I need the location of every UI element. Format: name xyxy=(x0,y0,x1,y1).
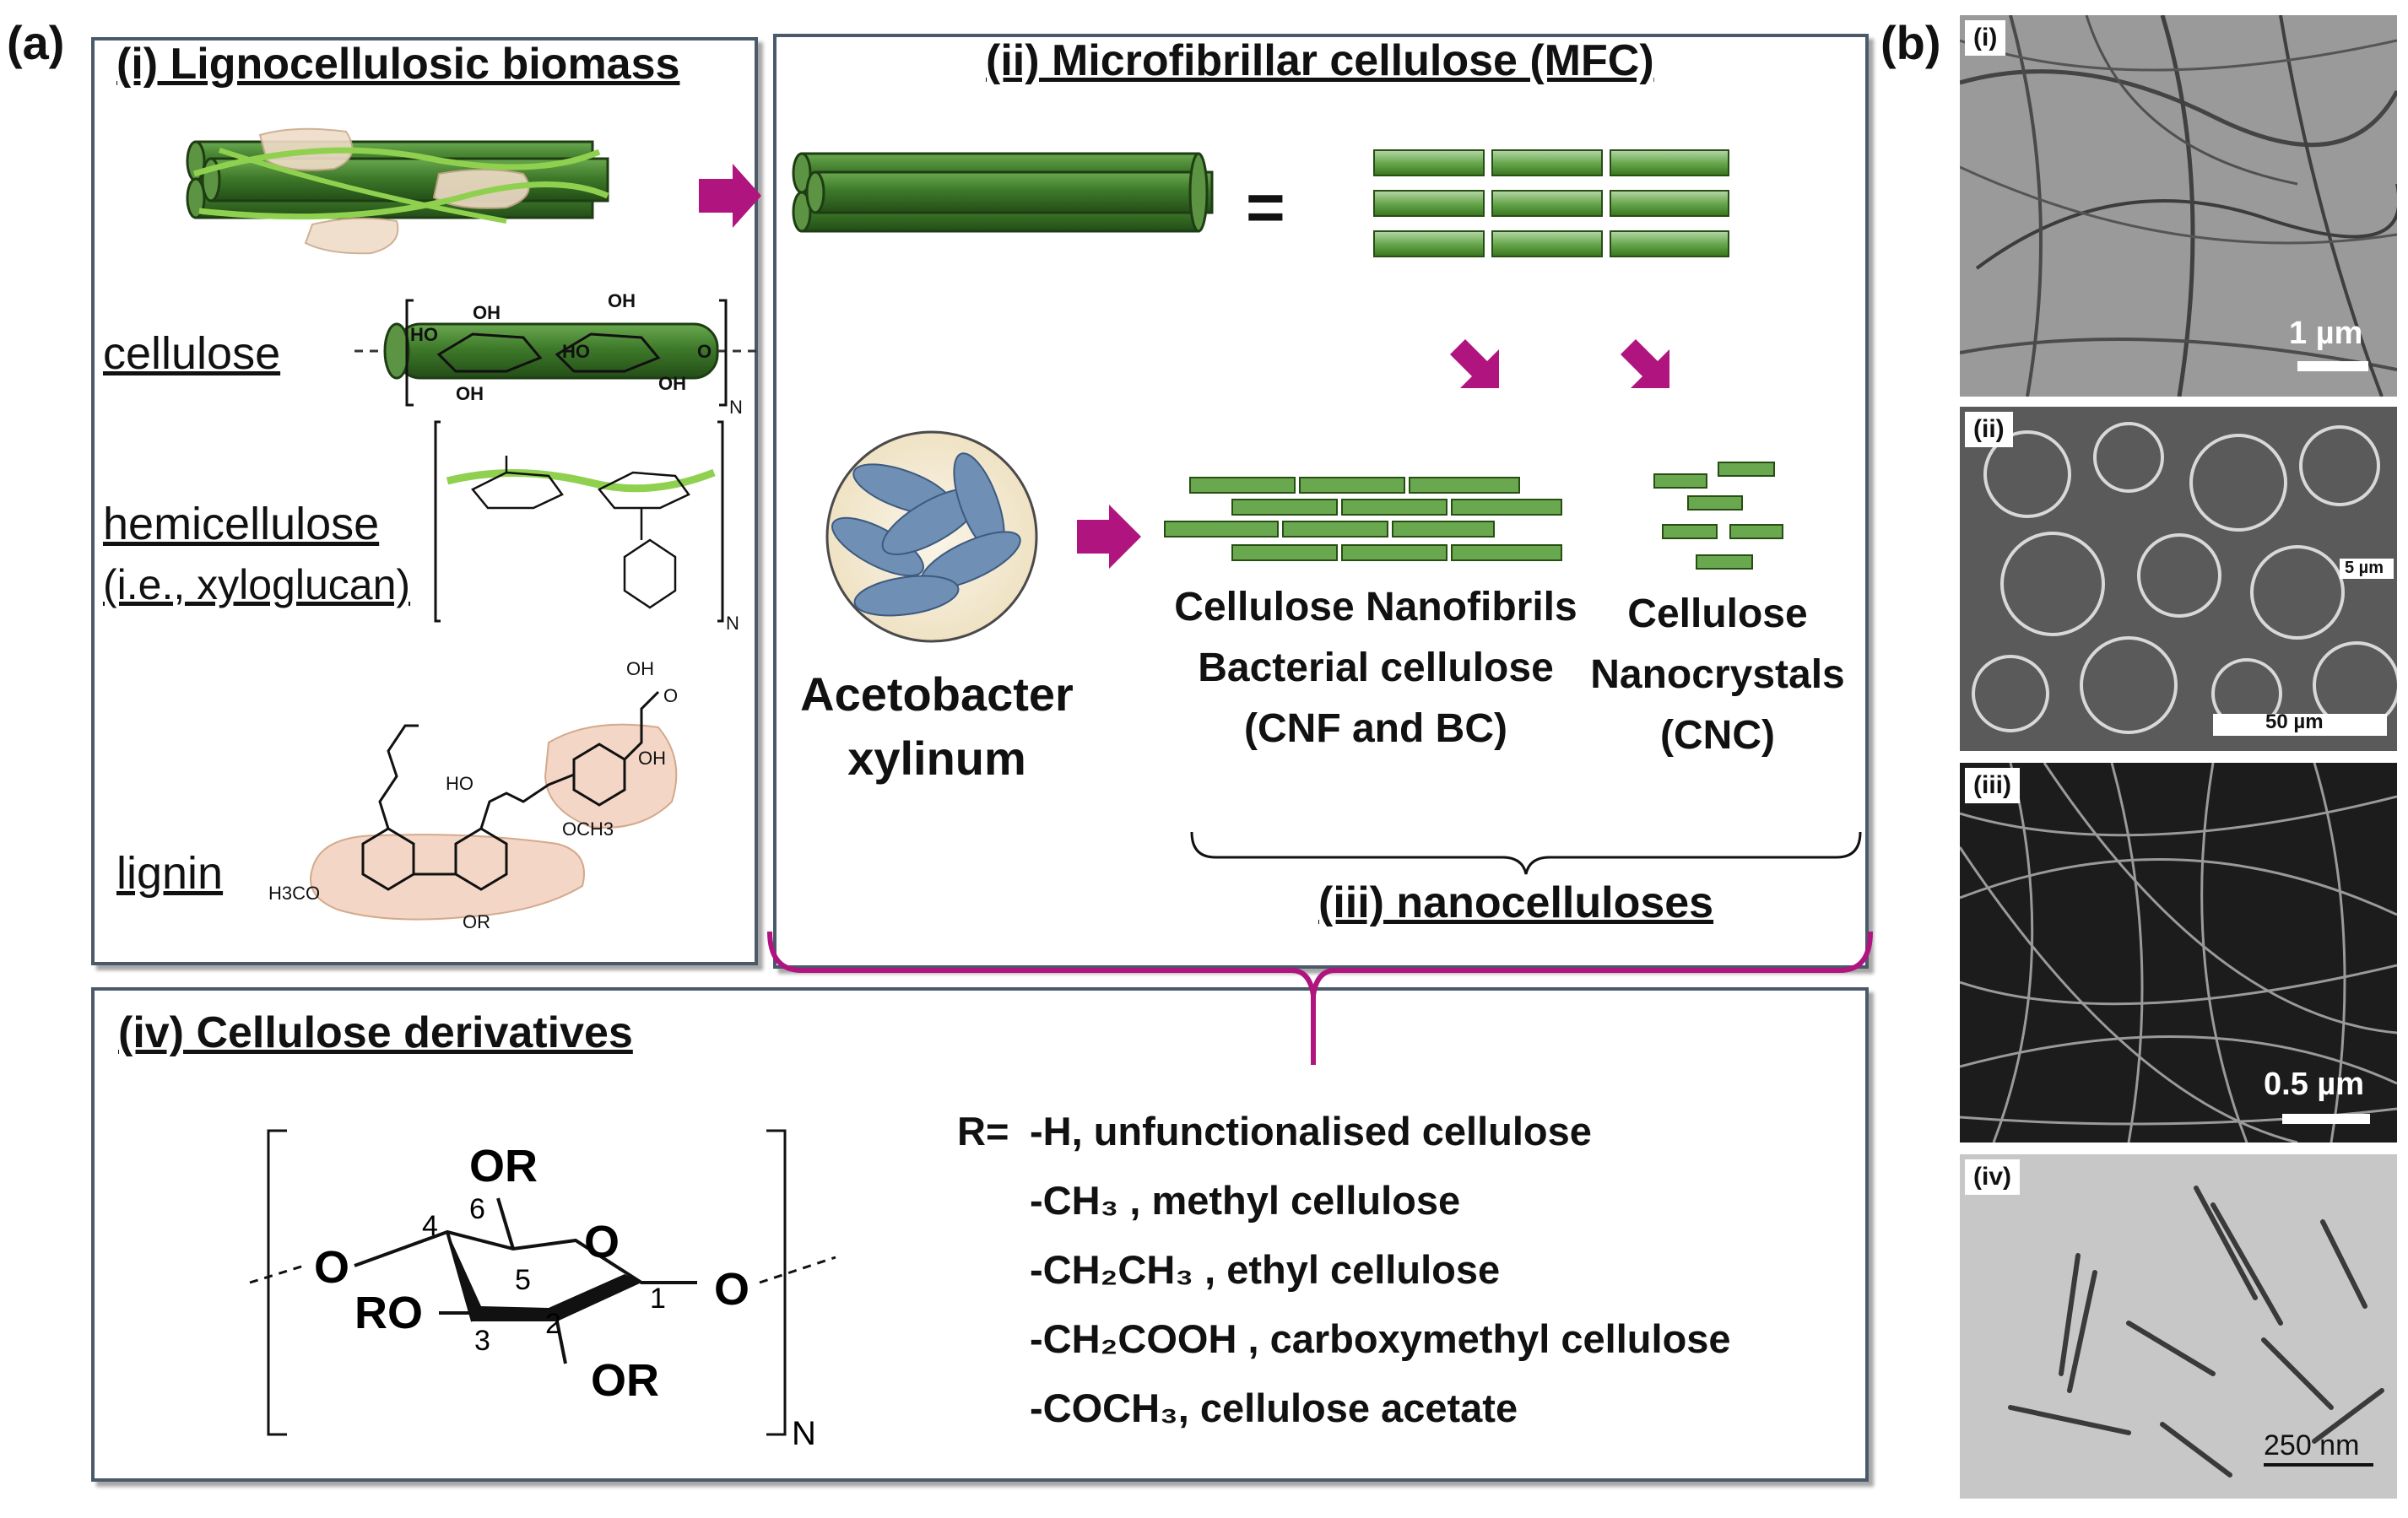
r-group-list: -H, unfunctionalised cellulose -CH₃ , me… xyxy=(1030,1097,1731,1443)
hemicellulose-structure: N xyxy=(434,420,739,634)
r-group-item: -H, unfunctionalised cellulose xyxy=(1030,1109,1592,1153)
derivatives-box xyxy=(91,987,1869,1482)
lignin-label: lignin xyxy=(116,848,224,899)
acetobacter-illustration xyxy=(825,430,1038,643)
mfc-derivative-bracket xyxy=(767,931,1873,1065)
repeat-n: N xyxy=(792,1415,816,1452)
arrow-bacteria-to-cnf xyxy=(1077,505,1141,569)
cnc-line2: Nanocrystals xyxy=(1590,652,1845,697)
arrow-to-cnf xyxy=(1450,339,1499,388)
hemicellulose-label: hemicellulose xyxy=(103,499,380,549)
chem-label: OH xyxy=(473,302,501,323)
chem-label: OH xyxy=(608,290,636,311)
acetobacter-line1: Acetobacter xyxy=(800,667,1074,721)
micrograph-i: (i) 1 µm xyxy=(1960,15,2397,397)
micrograph-iii-tag: (iii) xyxy=(1965,768,2020,803)
micrograph-ii: (ii) 50 µm 5 µm xyxy=(1960,407,2397,751)
arrow-to-cnc xyxy=(1621,339,1669,388)
carbon-1: 1 xyxy=(650,1283,666,1315)
chem-label: N xyxy=(729,397,743,418)
nanocelluloses-label: (iii) nanocelluloses xyxy=(1318,878,1714,927)
micrograph-i-texture xyxy=(1960,15,2397,397)
chem-label: OH xyxy=(638,748,666,769)
micrograph-iii: (iii) 0.5 µm xyxy=(1960,763,2397,1143)
derivatives-title: (iv) Cellulose derivatives xyxy=(118,1008,633,1057)
micrograph-iv-texture xyxy=(1960,1154,2397,1499)
micrograph-ii-tag: (ii) xyxy=(1965,412,2013,447)
o-right: O xyxy=(714,1264,749,1315)
chem-label: HO xyxy=(410,324,438,345)
o-ring: O xyxy=(584,1217,620,1267)
cnc-line3: (CNC) xyxy=(1660,713,1775,758)
chem-label: OCH3 xyxy=(562,818,614,840)
micrograph-i-scale: 1 µm xyxy=(2289,316,2363,351)
cnc-crystals xyxy=(1653,462,1783,570)
chem-label: O xyxy=(697,341,712,362)
carbon-6: 6 xyxy=(469,1193,485,1225)
micrograph-ii-inset-scale: 5 µm xyxy=(2345,559,2384,577)
cnf-fibrils xyxy=(1164,477,1562,561)
chem-label: HO xyxy=(562,341,590,362)
nanocellulose-brace xyxy=(1190,831,1862,875)
carbon-3: 3 xyxy=(474,1325,490,1357)
mfc-title: (ii) Microfibrillar cellulose (MFC) xyxy=(986,36,1654,85)
chem-label: O xyxy=(663,685,678,706)
micrograph-iii-scale: 0.5 µm xyxy=(2264,1067,2365,1102)
chem-label: OH xyxy=(658,373,686,394)
chem-label: OR xyxy=(463,911,490,932)
mfc-bundle-illustration xyxy=(792,152,1214,233)
arrow-biomass-to-mfc xyxy=(699,164,761,228)
biomass-bundle-illustration xyxy=(186,127,609,255)
ro-left: RO xyxy=(354,1288,423,1338)
micrograph-iv-scale: 250 nm xyxy=(2264,1429,2360,1461)
chem-label: OH xyxy=(626,658,654,679)
r-group-item: -COCH₃, cellulose acetate xyxy=(1030,1386,1518,1430)
r-group-item: -CH₂COOH , carboxymethyl cellulose xyxy=(1030,1316,1731,1361)
microfibril-bars xyxy=(1373,149,1729,257)
lignin-structure: OH O OH HO OCH3 H3CO OR xyxy=(268,658,678,932)
carbon-2: 2 xyxy=(545,1308,561,1340)
lignocellulose-title: (i) Lignocellulosic biomass xyxy=(116,40,680,89)
micrograph-ii-texture xyxy=(1960,407,2397,751)
cnf-line3: (CNF and BC) xyxy=(1244,706,1507,751)
or-top: OR xyxy=(469,1141,538,1191)
panel-a-label: (a) xyxy=(7,16,65,69)
micrograph-i-tag: (i) xyxy=(1965,20,2006,56)
acetobacter-line2: xylinum xyxy=(847,732,1026,785)
hemicellulose-note: (i.e., xyloglucan) xyxy=(103,561,411,608)
cnf-line1: Cellulose Nanofibrils xyxy=(1174,585,1577,629)
cellulose-label: cellulose xyxy=(103,328,281,379)
cellulose-derivative-structure: OR RO OR O O O 1 2 3 4 5 6 N xyxy=(249,1129,836,1452)
micrograph-ii-scale: 50 µm xyxy=(2265,710,2324,733)
chem-label: HO xyxy=(446,773,473,794)
cnf-line2: Bacterial cellulose xyxy=(1198,646,1554,690)
cellulose-structure: OH OH HO HO OH OH O N xyxy=(354,290,760,418)
chem-label: N xyxy=(726,613,739,634)
micrograph-iv-tag: (iv) xyxy=(1965,1159,2020,1195)
chem-label: H3CO xyxy=(268,883,320,904)
chem-label: OH xyxy=(456,383,484,404)
carbon-5: 5 xyxy=(515,1264,531,1296)
or-bottom: OR xyxy=(591,1355,659,1406)
r-group-item: -CH₃ , methyl cellulose xyxy=(1030,1178,1461,1223)
r-prefix: R= xyxy=(957,1109,1009,1153)
equals-sign: = xyxy=(1246,170,1285,245)
carbon-4: 4 xyxy=(422,1210,438,1242)
r-group-item: -CH₂CH₃ , ethyl cellulose xyxy=(1030,1247,1501,1292)
micrograph-iii-texture xyxy=(1960,763,2397,1143)
cnc-line1: Cellulose xyxy=(1627,592,1808,636)
micrograph-iv: (iv) 250 nm xyxy=(1960,1154,2397,1499)
o-left: O xyxy=(314,1242,349,1293)
panel-b-label: (b) xyxy=(1880,16,1941,69)
